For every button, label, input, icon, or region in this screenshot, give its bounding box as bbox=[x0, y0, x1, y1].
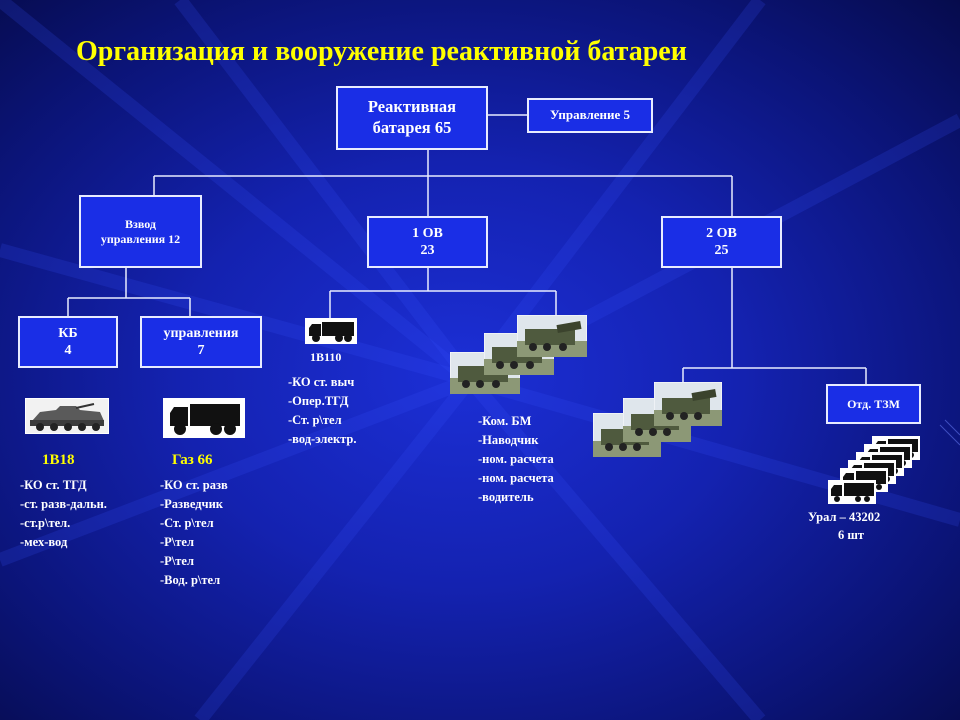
crew-item: -ном. расчета bbox=[478, 452, 554, 466]
node-platoon-line1: Взвод bbox=[125, 216, 156, 231]
rocket-launcher-photo bbox=[654, 382, 722, 426]
node-battery: Реактивная батарея 65 bbox=[336, 86, 488, 150]
crew-item: -Р\тел bbox=[160, 535, 194, 549]
crew-item: -КО ст. разв bbox=[160, 478, 228, 492]
crew-item: -Разведчик bbox=[160, 497, 223, 511]
node-platoon: Взвод управления 12 bbox=[79, 195, 202, 268]
node-ov1-line1: 1 ОВ bbox=[412, 225, 443, 241]
bm-crew: -Ком. БМ -Наводчик -ном. расчета -ном. р… bbox=[478, 412, 554, 507]
node-ov1: 1 ОВ 23 bbox=[367, 216, 488, 268]
v1b110-crew: -КО ст. выч -Опер.ТГД -Ст. р\тел -вод-эл… bbox=[288, 373, 357, 449]
crew-item: -ст.р\тел. bbox=[20, 516, 71, 530]
node-upr: управления 7 bbox=[140, 316, 262, 368]
node-ov2-line1: 2 ОВ bbox=[706, 225, 737, 241]
node-battery-line1: Реактивная bbox=[367, 97, 457, 117]
node-ov2: 2 ОВ 25 bbox=[661, 216, 782, 268]
crew-item: -ном. расчета bbox=[478, 471, 554, 485]
crew-item: -Р\тел bbox=[160, 554, 194, 568]
v1b18-crew: -КО ст. ТГД -ст. разв-дальн. -ст.р\тел. … bbox=[20, 476, 107, 552]
node-control: Управление 5 bbox=[527, 98, 653, 133]
node-tzm-label: Отд. ТЗМ bbox=[847, 396, 900, 411]
node-ov2-line2: 25 bbox=[714, 243, 729, 258]
node-battery-line2: батарея 65 bbox=[372, 118, 452, 137]
node-ov1-line2: 23 bbox=[420, 243, 435, 258]
ural-name: Урал – 43202 bbox=[808, 510, 881, 524]
crew-item: -водитель bbox=[478, 490, 534, 504]
ural-count: 6 шт bbox=[838, 528, 865, 542]
crew-item: -ст. разв-дальн. bbox=[20, 497, 107, 511]
gaz66-name: Газ 66 bbox=[172, 452, 213, 468]
crew-item: -вод-электр. bbox=[288, 432, 357, 446]
truck-stack bbox=[828, 436, 922, 508]
v1b110-name: 1В110 bbox=[310, 350, 342, 364]
apc-icon bbox=[25, 398, 109, 434]
gaz66-crew: -КО ст. разв -Разведчик -Ст. р\тел -Р\те… bbox=[160, 476, 228, 590]
crew-item: -мех-вод bbox=[20, 535, 68, 549]
crew-item: -Ст. р\тел bbox=[288, 413, 342, 427]
truck-icon bbox=[305, 318, 357, 344]
crew-item: -Вод. р\тел bbox=[160, 573, 221, 587]
node-upr-line2: 7 bbox=[197, 343, 205, 358]
v1b18-name: 1В18 bbox=[42, 452, 75, 468]
crew-item: -Наводчик bbox=[478, 433, 539, 447]
node-platoon-line2: управления 12 bbox=[100, 231, 181, 246]
crew-item: -КО ст. ТГД bbox=[20, 478, 87, 492]
crew-item: -Ст. р\тел bbox=[160, 516, 214, 530]
crew-item: -Опер.ТГД bbox=[288, 394, 349, 408]
node-kb: КБ 4 bbox=[18, 316, 118, 368]
crew-item: -Ком. БМ bbox=[478, 414, 532, 428]
rocket-launcher-photo bbox=[517, 315, 587, 357]
truck-icon bbox=[163, 398, 245, 438]
node-kb-line2: 4 bbox=[64, 343, 72, 358]
node-control-label: Управление 5 bbox=[549, 107, 631, 123]
page-title: Организация и вооружение реактивной бата… bbox=[76, 36, 687, 67]
node-kb-line1: КБ bbox=[58, 325, 78, 341]
crew-item: -КО ст. выч bbox=[288, 375, 355, 389]
node-upr-line1: управления bbox=[163, 325, 239, 341]
node-tzm: Отд. ТЗМ bbox=[826, 384, 921, 424]
